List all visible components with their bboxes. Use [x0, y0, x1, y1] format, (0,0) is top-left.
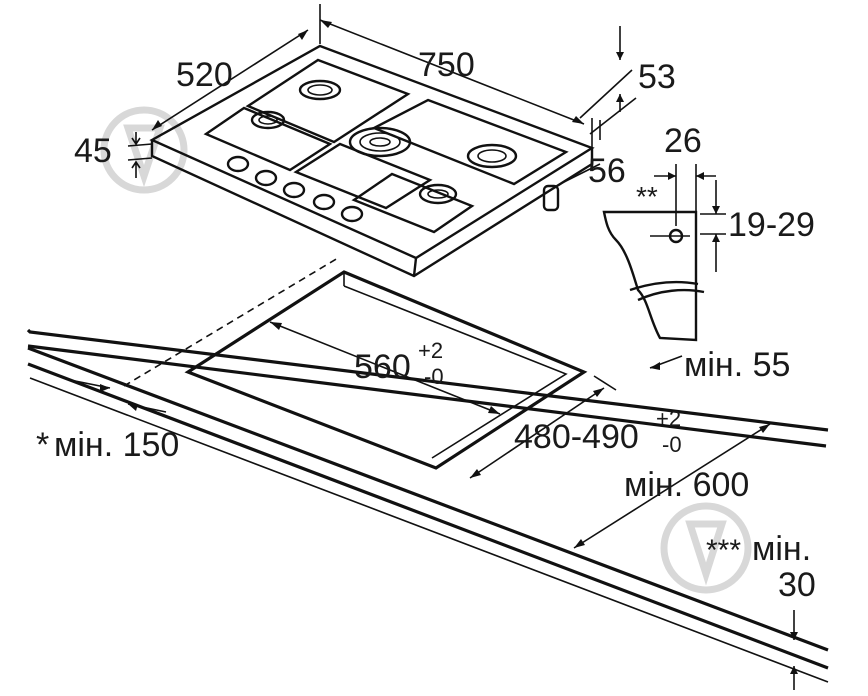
- hob-depth-label: 520: [176, 56, 233, 94]
- min-clearance-label: мін.: [752, 530, 811, 568]
- rear-offset-label: 53: [638, 58, 676, 96]
- cutout-depth-tol-minus: -0: [662, 432, 682, 457]
- dimension-lines: [127, 4, 637, 185]
- cutout-dimension-lines: [69, 321, 798, 690]
- projection-line: [123, 257, 339, 387]
- cutout-opening: [184, 270, 588, 470]
- min-clearance-value: 30: [778, 566, 816, 604]
- min-front-edge-marker: *: [36, 426, 49, 464]
- hob: [149, 44, 595, 278]
- bracket-marker-label: **: [636, 181, 658, 212]
- cutout-width-label: 560: [354, 348, 411, 386]
- control-knob-icons: [226, 155, 364, 223]
- worktop-thickness-label: 19-29: [728, 206, 815, 244]
- min-clearance-marker: ***: [706, 534, 741, 567]
- gas-connector-icon: [542, 184, 560, 212]
- cutout-width-tol-plus: +2: [418, 338, 443, 363]
- min-rear-edge-label: мін. 55: [684, 346, 790, 384]
- worktop: [26, 328, 829, 683]
- mounting-bracket-detail: [602, 164, 726, 342]
- cutout-depth-tol-plus: +2: [656, 406, 681, 431]
- bracket-width-label: 26: [664, 122, 702, 160]
- cutout-width-tol-minus: -0: [424, 364, 444, 389]
- hob-width-label: 750: [418, 46, 475, 84]
- min-front-edge-label: мін. 150: [54, 426, 179, 464]
- watermark-right-icon: [660, 502, 752, 594]
- side-offset-label: 56: [588, 152, 626, 190]
- worktop-depth-label: мін. 600: [624, 466, 749, 504]
- cutout-depth-label: 480-490: [514, 418, 639, 456]
- hob-height-label: 45: [74, 132, 112, 170]
